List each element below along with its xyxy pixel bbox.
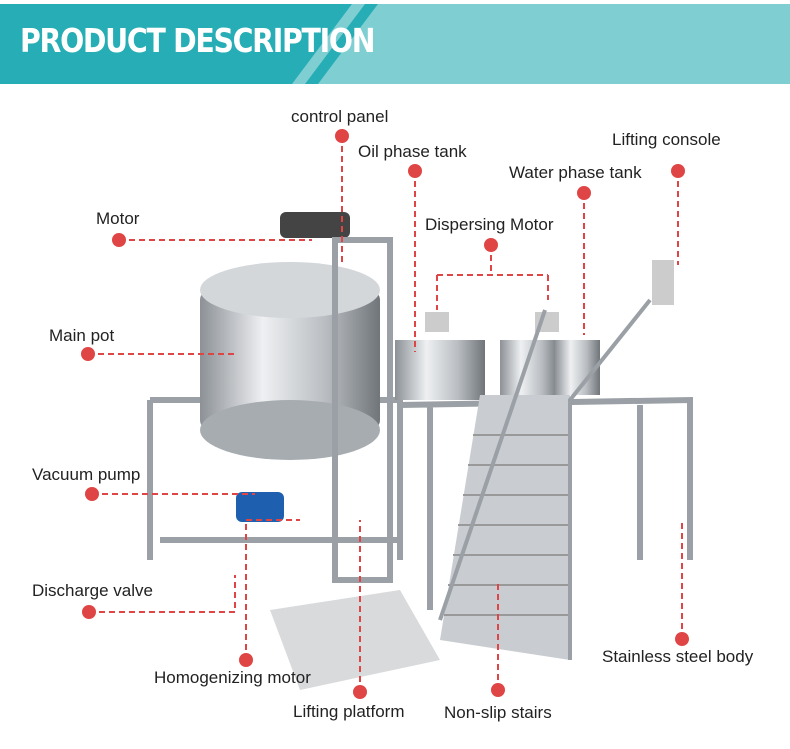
label-dispersing-motor: Dispersing Motor bbox=[425, 215, 554, 234]
lifting-platform-shape bbox=[270, 590, 440, 690]
label-motor: Motor bbox=[96, 209, 140, 228]
banner-title: PRODUCT DESCRIPTION bbox=[20, 21, 375, 60]
label-main-pot: Main pot bbox=[49, 326, 115, 345]
label-oil-phase-tank: Oil phase tank bbox=[358, 142, 467, 161]
phase-tanks bbox=[395, 312, 600, 400]
label-lifting-platform: Lifting platform bbox=[293, 702, 405, 721]
label-stainless-steel-body: Stainless steel body bbox=[602, 647, 754, 666]
label-non-slip-stairs: Non-slip stairs bbox=[444, 703, 552, 722]
label-homogenizing-motor: Homogenizing motor bbox=[154, 668, 311, 687]
label-water-phase-tank: Water phase tank bbox=[509, 163, 642, 182]
label-lifting-console: Lifting console bbox=[612, 130, 721, 149]
label-discharge-valve: Discharge valve bbox=[32, 581, 153, 600]
main-pot bbox=[200, 212, 393, 583]
lifting-console-shape bbox=[652, 260, 674, 305]
label-control-panel: control panel bbox=[291, 107, 389, 126]
vacuum-pump-shape bbox=[236, 492, 284, 522]
banner-background bbox=[0, 4, 790, 84]
label-vacuum-pump: Vacuum pump bbox=[32, 465, 141, 484]
non-slip-stairs-shape bbox=[438, 298, 652, 660]
leader-lines bbox=[88, 136, 683, 692]
marker-dots bbox=[81, 129, 689, 699]
